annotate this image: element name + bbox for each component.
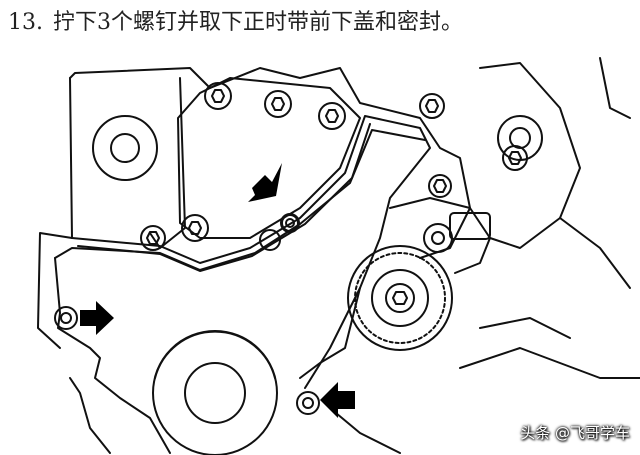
- engine-block-outline: [69, 67, 471, 259]
- lower-cover-bolt-left: [54, 306, 78, 330]
- upper-cover-edge: [71, 115, 431, 389]
- lower-timing-cover: [54, 257, 171, 454]
- step-instruction: 拧下3个螺钉并取下正时带前下盖和密封。: [53, 10, 463, 35]
- lower-cover-bolt-bottom: [296, 391, 320, 415]
- bolt-icon: [419, 93, 445, 119]
- bolt-icon: [204, 82, 232, 110]
- bolt-icon: [428, 174, 452, 198]
- bolt-icon: [502, 145, 528, 171]
- instruction-header: 13. 拧下3个螺钉并取下正时带前下盖和密封。: [8, 6, 463, 40]
- bolt-icon: [264, 90, 292, 118]
- arrow-right-icon: [80, 301, 114, 335]
- bolt-icon: [181, 214, 209, 242]
- step-number: 13.: [8, 10, 43, 35]
- watermark-text: 头条 @飞哥学车: [520, 424, 630, 442]
- bolt-icon: [140, 225, 166, 251]
- tensioner-pulley: [347, 245, 453, 351]
- lower-cover-bolt-center: [280, 213, 300, 233]
- arrow-left-icon: [320, 382, 355, 418]
- bolt-icon: [318, 102, 346, 130]
- arrow-down-right-icon: [248, 163, 282, 202]
- engine-diagram: [37, 57, 640, 455]
- engine-block-left: [37, 77, 73, 349]
